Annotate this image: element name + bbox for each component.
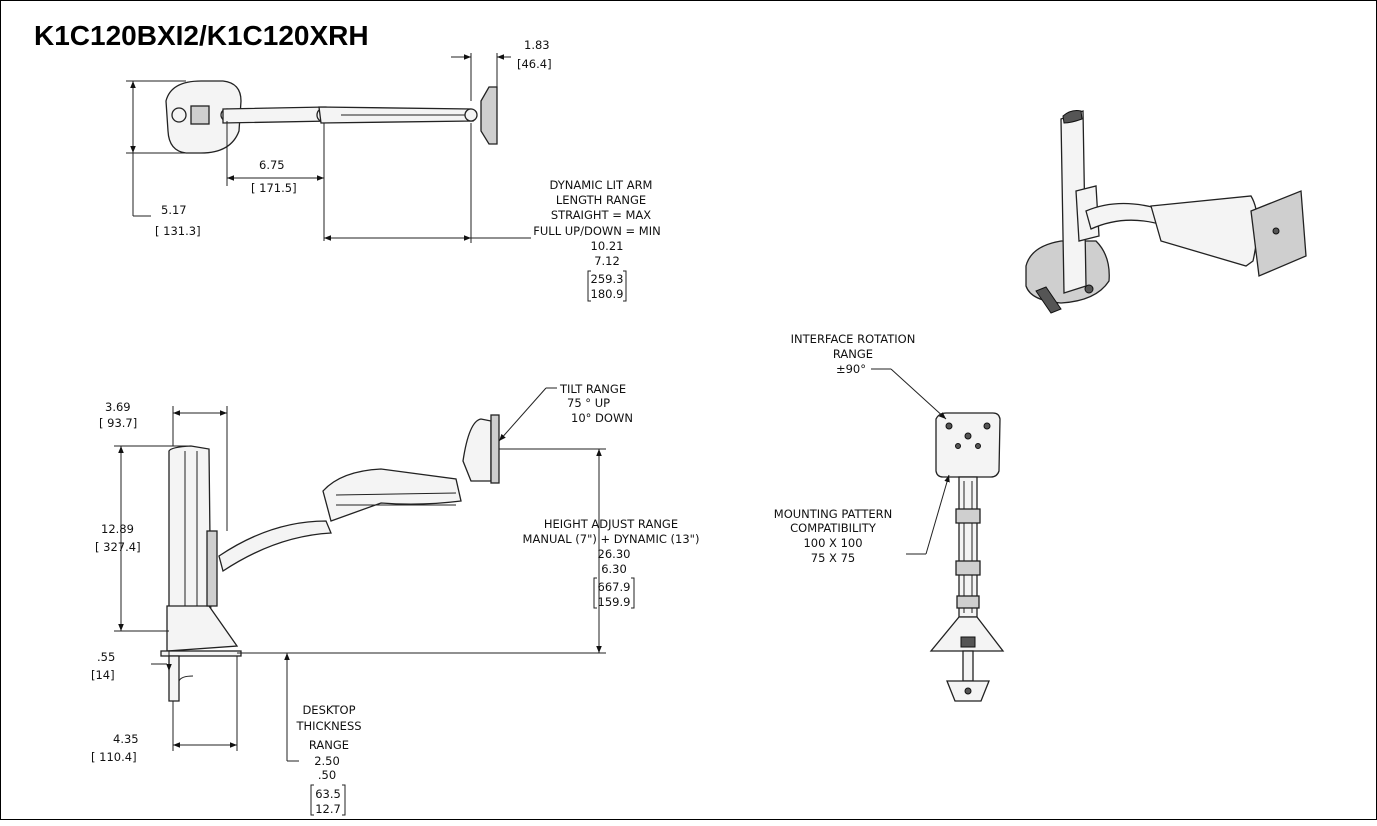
depth-in: 1.83 [524, 38, 550, 52]
inner-arm-top [222, 106, 332, 124]
height-mm: [ 327.4] [95, 540, 141, 554]
dynamic-max-in: 10.21 [591, 239, 624, 253]
side-base [166, 605, 239, 652]
dynamic-min-in: 7.12 [594, 254, 620, 268]
side-vesa-plate [490, 414, 500, 484]
front-base [929, 616, 1005, 652]
wrist-pivot [464, 108, 478, 122]
desktop-max-in: 2.50 [314, 754, 340, 768]
arm-mm: [ 171.5] [251, 181, 297, 195]
front-view: INTERFACE ROTATION RANGE ±90° MOUNTING P… [774, 332, 1005, 702]
height-range-title-2: MANUAL (7") + DYNAMIC (13") [523, 532, 700, 546]
height-range-max-in: 26.30 [598, 547, 631, 561]
dynamic-title-2: LENGTH RANGE [556, 193, 646, 207]
tilt-down: 10° DOWN [571, 411, 633, 425]
mounting-title-1: MOUNTING PATTERN [774, 507, 892, 521]
mounting-value-1: 100 X 100 [803, 536, 862, 550]
dim-depth-top: 1.83 [46.4] [451, 38, 552, 101]
base-in: 5.17 [161, 203, 187, 217]
height-in: 12.89 [101, 522, 134, 536]
front-arm-joint-3 [956, 595, 980, 609]
depth-mm: [46.4] [517, 57, 552, 71]
dim-arm-top: 6.75 [ 171.5] [226, 121, 325, 241]
mounting-value-2: 75 X 75 [811, 551, 855, 565]
clamp-arm [168, 655, 180, 702]
dynamic-title-3: STRAIGHT = MAX [551, 208, 651, 222]
column-top [190, 105, 210, 125]
arm-in: 6.75 [259, 158, 285, 172]
dynamic-min-mm: 180.9 [591, 287, 624, 301]
front-arm-joint-2 [955, 560, 981, 576]
drawing-title: K1C120BXI2/K1C120XRH [34, 20, 369, 51]
rotation-title-2: RANGE [833, 347, 873, 361]
front-arm-joint-1 [955, 508, 981, 524]
clamp-depth-in: 4.35 [113, 732, 139, 746]
iso-outer-arm [1150, 195, 1259, 267]
dynamic-title-1: DYNAMIC LIT ARM [550, 178, 653, 192]
tilt-title: TILT RANGE [559, 382, 626, 396]
height-range-min-in: 6.30 [601, 562, 627, 576]
top-view: 1.83 [46.4] 6.75 [ 171.5] 5.17 [ 131.3] [126, 38, 661, 302]
tilt-up: 75 ° UP [567, 396, 610, 410]
dim-dynamic-length: DYNAMIC LIT ARM LENGTH RANGE STRAIGHT = … [324, 123, 661, 302]
desktop-title-1: DESKTOP [302, 703, 355, 717]
dynamic-title-4: FULL UP/DOWN = MIN [533, 224, 660, 238]
height-range-min-mm: 159.9 [598, 595, 631, 609]
dynamic-max-mm: 259.3 [591, 272, 624, 286]
pivot-1 [171, 107, 187, 123]
height-range-max-mm: 667.9 [598, 580, 631, 594]
side-arm-mount [206, 530, 218, 607]
desktop-min-in: .50 [318, 768, 336, 782]
top-view-arm-assembly [165, 80, 498, 154]
vesa-plate-top [480, 86, 498, 145]
front-vesa-plate [935, 412, 1001, 478]
clamp-depth-mm: [ 110.4] [91, 750, 137, 764]
side-column [168, 445, 212, 632]
clamp-gap-mm: [14] [91, 668, 115, 682]
column-depth-in: 3.69 [105, 400, 131, 414]
front-clamp-post [962, 650, 974, 682]
base-mm: [ 131.3] [155, 224, 201, 238]
height-range-title-1: HEIGHT ADJUST RANGE [544, 517, 678, 531]
isometric-view [1025, 110, 1307, 314]
desktop-max-mm: 63.5 [315, 787, 341, 801]
iso-clamp [1035, 286, 1062, 314]
mounting-title-2: COMPATIBILITY [790, 521, 877, 535]
desktop-min-mm: 12.7 [315, 802, 341, 816]
iso-column-cap [1062, 110, 1083, 124]
desktop-title-2: THICKNESS [295, 719, 361, 733]
rotation-value: ±90° [836, 362, 866, 376]
dim-base-top: 5.17 [ 131.3] [126, 80, 201, 238]
desktop-title-3: RANGE [309, 738, 349, 752]
side-outer-arm [322, 468, 462, 522]
column-depth-mm: [ 93.7] [99, 416, 137, 430]
side-view: TILT RANGE 75 ° UP 10° DOWN 3.69 [ 93.7]… [91, 382, 699, 816]
iso-vesa-plate [1250, 190, 1307, 277]
clamp-gap-in: .55 [97, 650, 115, 664]
side-tilt-head [462, 418, 492, 482]
desk-line-base [160, 650, 242, 657]
rotation-title-1: INTERFACE ROTATION [791, 332, 916, 346]
side-inner-arm [218, 520, 332, 573]
